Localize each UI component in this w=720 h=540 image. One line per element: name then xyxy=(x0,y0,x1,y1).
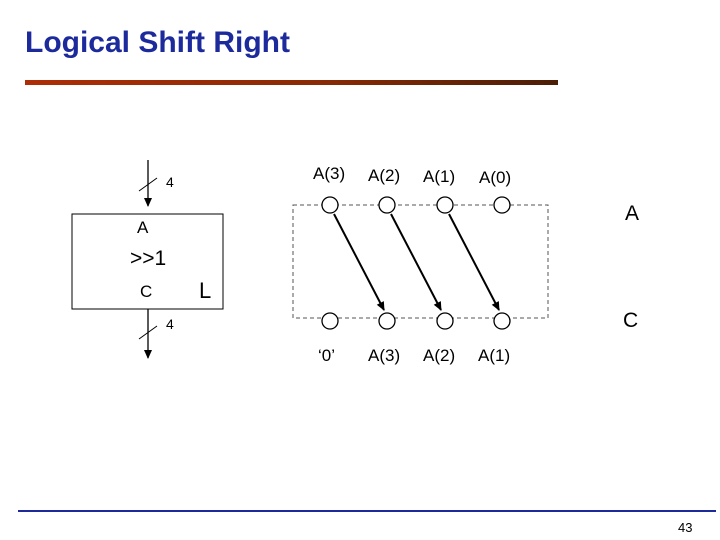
bit-label-c3: ‘0’ xyxy=(318,346,336,365)
output-width-slash xyxy=(138,325,158,340)
bit-circle-c2 xyxy=(378,312,396,330)
slide-title: Logical Shift Right xyxy=(25,26,290,59)
bit-label-c0: A(1) xyxy=(478,346,511,365)
register-frame xyxy=(292,204,549,319)
input-port-label: A xyxy=(137,218,149,237)
bit-label-a0: A(0) xyxy=(479,168,512,187)
shift-type-label: L xyxy=(199,278,212,303)
bit-circle-a0 xyxy=(493,196,511,214)
output-width-label: 4 xyxy=(166,316,174,332)
bit-label-c2: A(3) xyxy=(368,346,401,365)
shift-arrow-a1-to-c0 xyxy=(448,213,500,311)
bit-circle-a3 xyxy=(321,196,339,214)
register-a-label: A xyxy=(625,202,640,225)
title-underline xyxy=(25,80,558,85)
bit-circle-a1 xyxy=(436,196,454,214)
shift-arrow-a3-to-c2 xyxy=(333,213,385,311)
register-c-label: C xyxy=(623,309,639,332)
page-number: 43 xyxy=(678,520,693,535)
input-width-slash xyxy=(138,177,158,192)
input-width-label: 4 xyxy=(166,174,174,190)
bit-circle-c1 xyxy=(436,312,454,330)
bit-circle-c3 xyxy=(321,312,339,330)
bit-circle-a2 xyxy=(378,196,396,214)
operation-label: >>1 xyxy=(130,247,167,270)
shift-arrow-a2-to-c1 xyxy=(390,213,442,311)
bit-label-c1: A(2) xyxy=(423,346,456,365)
footer-divider xyxy=(18,510,716,512)
bit-circle-c0 xyxy=(493,312,511,330)
bit-label-a2: A(2) xyxy=(368,166,401,185)
output-port-label: C xyxy=(140,282,153,301)
bit-label-a3: A(3) xyxy=(313,164,346,183)
bit-label-a1: A(1) xyxy=(423,167,456,186)
